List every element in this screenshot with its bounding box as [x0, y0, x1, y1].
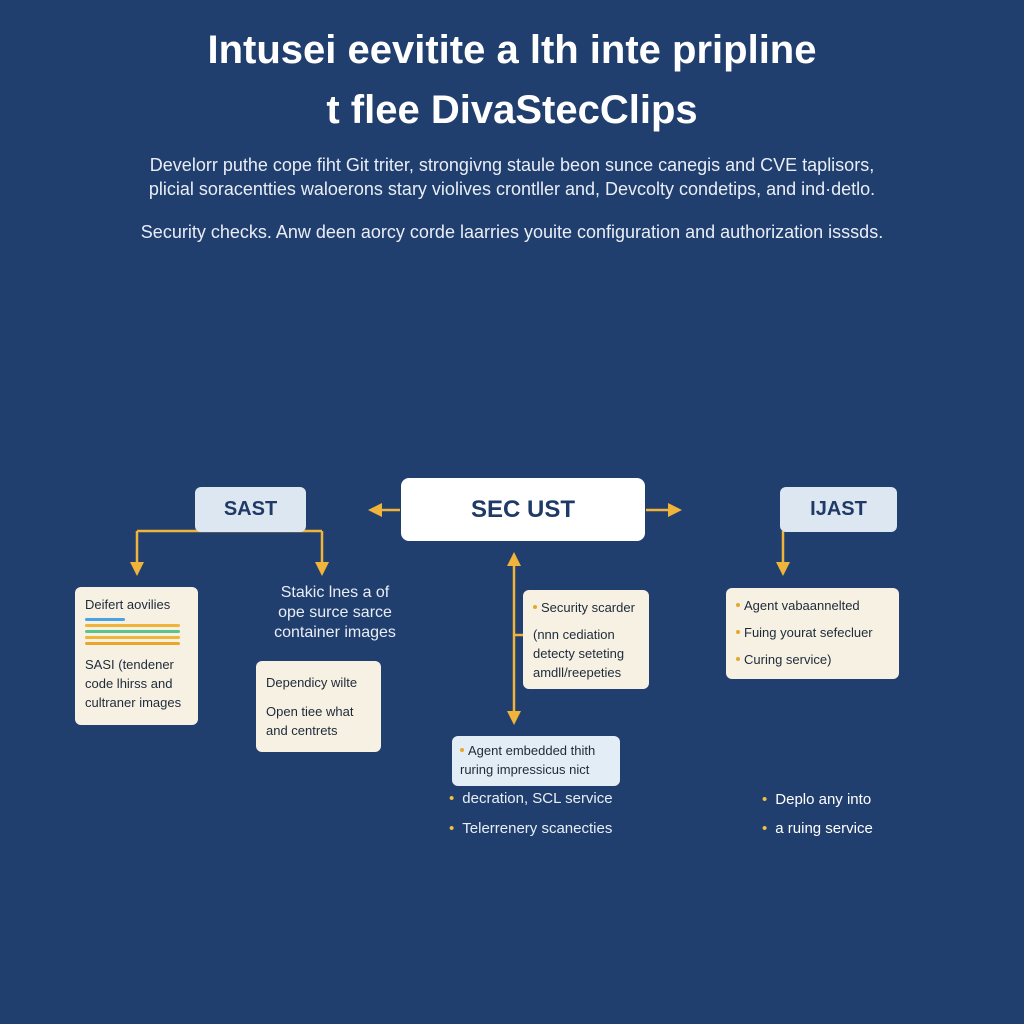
right-bullet-item: •Deplo any into: [762, 791, 872, 808]
agent-embedded-card: Agent embedded thith ruring impressicus …: [452, 736, 620, 786]
bullet-dot-icon: [736, 657, 740, 661]
intro-text-line-2: plicial soracentties waloerons stary vio…: [148, 179, 876, 199]
code-lines-graphic: [85, 618, 188, 645]
card-text: (nnn cediation: [533, 627, 615, 642]
card-heading: Deifert aovilies: [85, 597, 171, 612]
card-bullet: Security scarder: [533, 598, 639, 617]
page-title-line-1: Intusei eevitite a lth inte pripline: [207, 28, 817, 72]
card-text: SASI (tendener: [85, 657, 174, 672]
bullet-dot-icon: [736, 603, 740, 607]
sast-node: SAST: [195, 487, 306, 532]
sast-floating-label: Stakic lnes a of ope surce sarce contain…: [255, 583, 415, 643]
floating-text-line: ope surce sarce: [278, 604, 392, 621]
card-text: amdll/reepeties: [533, 665, 622, 680]
arrowhead-left: [368, 503, 382, 517]
code-line-bar: [85, 636, 180, 639]
floating-text-line: Stakic lnes a of: [280, 584, 390, 601]
card-bullet: Agent vabaannelted: [736, 596, 889, 615]
center-bullet-item: •Telerrenery scanecties: [449, 820, 613, 837]
arrowhead-sast-left: [130, 562, 144, 576]
secust-center-node: SEC UST: [401, 478, 645, 541]
bullet-dot-icon: •: [449, 820, 455, 837]
bullet-dot-icon: •: [762, 791, 768, 808]
iast-agent-card: Agent vabaannelted Fuing yourat sefeclue…: [726, 588, 899, 679]
code-line-bar: [85, 642, 180, 645]
code-line-bar: [85, 624, 180, 627]
card-text: cultraner images: [85, 695, 182, 710]
code-line-bar: [85, 630, 180, 633]
arrowhead-sast-right: [315, 562, 329, 576]
right-bullet-item: •a ruing service: [762, 820, 873, 837]
card-text: detecty seteting: [533, 646, 625, 661]
card-text: and centrets: [266, 723, 338, 738]
arrowhead-center-up: [507, 552, 521, 566]
intro-text-line-3: Security checks. Anw deen aorcy corde la…: [140, 222, 884, 242]
arrowhead-right: [668, 503, 682, 517]
card-text: Open tiee what: [266, 704, 354, 719]
dependency-card: Dependicy wilte Open tiee what and centr…: [256, 661, 381, 752]
card-heading: Dependicy wilte: [266, 675, 358, 690]
card-bullet: Curing service): [736, 650, 889, 669]
card-bullet: Fuing yourat sefecluer: [736, 623, 889, 642]
bullet-dot-icon: [736, 630, 740, 634]
center-bullet-item: •decration, SCL service: [449, 790, 613, 807]
floating-text-line: container images: [274, 624, 396, 641]
card-text: code lhirss and: [85, 676, 173, 691]
page-title-line-2: t flee DivaStecClips: [326, 88, 698, 132]
arrowhead-center-down: [507, 711, 521, 725]
card-bullet: Agent embedded thith: [460, 741, 612, 760]
bullet-dot-icon: [460, 748, 464, 752]
code-line-bar: [85, 618, 125, 621]
sast-detail-card: Deifert aovilies SASI (tendener code lhi…: [75, 587, 198, 725]
bullet-dot-icon: •: [449, 790, 455, 807]
arrowhead-iast-down: [776, 562, 790, 576]
iast-node: IJAST: [780, 487, 897, 532]
bullet-dot-icon: [533, 605, 537, 609]
card-text: ruring impressicus nict: [460, 762, 590, 777]
intro-text-line-1: Develorr puthe cope fiht Git triter, str…: [149, 155, 875, 175]
bullet-dot-icon: •: [762, 820, 768, 837]
security-scanner-card: Security scarder (nnn cediation detecty …: [523, 590, 649, 689]
